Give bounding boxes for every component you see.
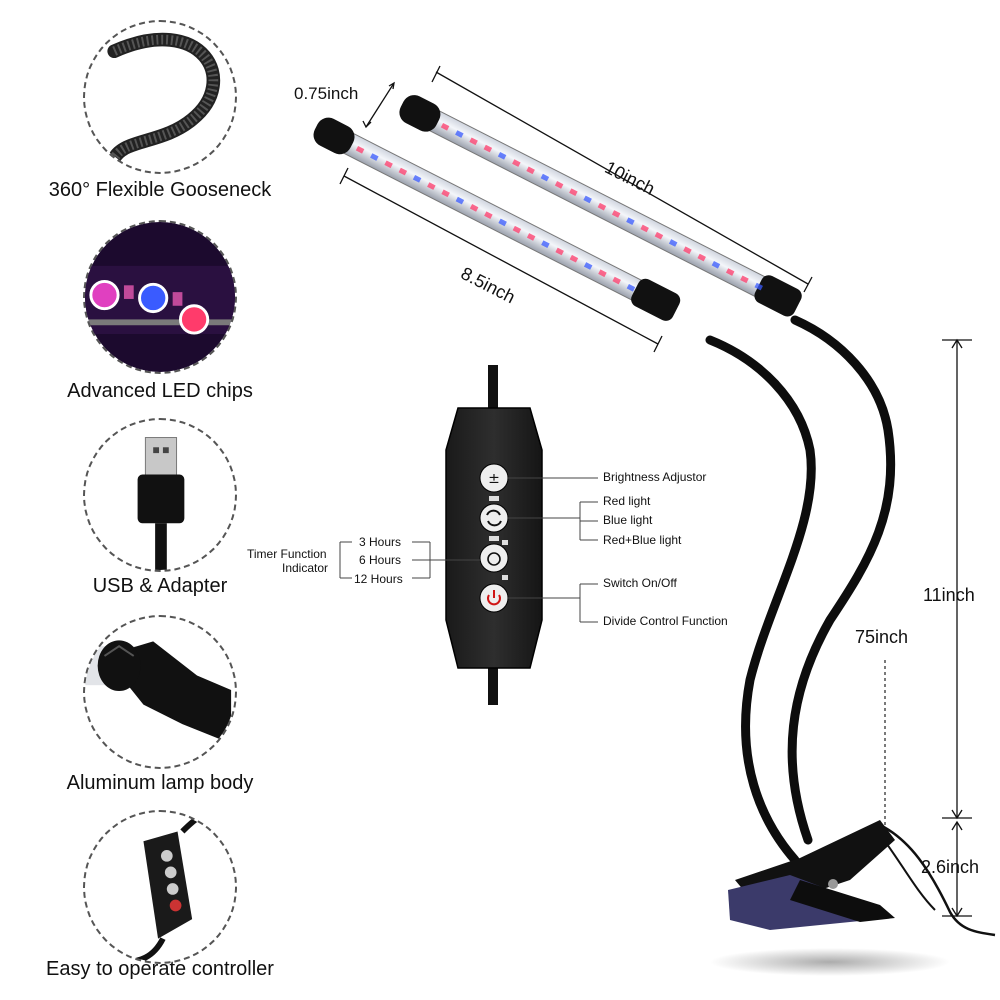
led-dot	[583, 195, 592, 204]
led-dot	[484, 211, 493, 219]
gooseneck-back	[787, 315, 896, 845]
led-dot	[583, 262, 593, 270]
led-dot	[469, 137, 478, 146]
label-blue-light: Blue light	[603, 513, 653, 527]
gooseneck-icon	[107, 32, 221, 166]
feature-gooseneck-image	[83, 20, 237, 174]
led-dot	[626, 217, 635, 226]
controller-leaders-left	[339, 541, 480, 579]
led-dot	[398, 167, 408, 176]
label-divide: Divide Control Function	[603, 614, 728, 628]
dim-line-diameter	[362, 81, 395, 129]
led-dot	[498, 218, 507, 227]
usb-plug-icon	[137, 437, 185, 570]
led-dot	[455, 130, 464, 138]
label-timer-6h: 6 Hours	[359, 553, 402, 567]
led-dot	[697, 253, 706, 262]
led-dot	[540, 173, 550, 182]
controller-leaders-right	[508, 477, 598, 623]
dim-label-cable: 75inch	[855, 627, 909, 647]
led-dot	[512, 225, 522, 234]
label-timer-3h: 3 Hours	[359, 535, 402, 549]
led-dot	[597, 202, 607, 211]
led-dot	[526, 166, 535, 175]
led-dot	[740, 275, 749, 284]
feature-controller-label: Easy to operate controller	[46, 958, 274, 980]
led-dot	[526, 233, 536, 241]
feature-aluminum-label: Aluminum lamp body	[66, 772, 254, 794]
dim-label-clip: 2.6inch	[921, 857, 980, 877]
feature-usb-label: USB & Adapter	[92, 575, 228, 597]
dim-label-height: 11inch	[923, 585, 975, 605]
led-dot	[668, 239, 678, 247]
led-dot	[370, 153, 379, 161]
label-timer-title-2: Indicator	[282, 561, 329, 575]
led-dot	[725, 268, 735, 276]
led-dot	[497, 152, 507, 160]
led-dot	[711, 260, 721, 269]
feature-led-label: Advanced LED chips	[67, 380, 253, 402]
ground-shadow	[710, 948, 950, 976]
feature-aluminum-image	[83, 615, 237, 769]
led-dot	[483, 144, 493, 153]
lamp-body-icon	[85, 640, 232, 744]
led-dot	[598, 269, 607, 278]
led-dot	[611, 210, 621, 218]
feature-gooseneck-label: 360° Flexible Gooseneck	[48, 179, 272, 201]
feature-led-image	[83, 220, 237, 374]
led-chip	[89, 279, 120, 311]
label-brightness: Brightness Adjustor	[603, 470, 707, 484]
led-dot	[355, 145, 365, 154]
led-dot	[569, 254, 579, 263]
led-chip-icon	[85, 222, 235, 372]
led-chip	[178, 304, 210, 335]
svg-text:±: ±	[488, 471, 500, 487]
dim-line-long	[431, 65, 813, 293]
led-dot	[554, 181, 564, 189]
led-dot	[640, 224, 649, 233]
lamp-tube-short	[313, 117, 681, 321]
label-redblue-light: Red+Blue light	[603, 533, 682, 547]
dim-line-clip	[942, 820, 972, 918]
led-dot	[469, 204, 479, 212]
label-red-light: Red light	[603, 494, 651, 508]
led-dot	[754, 282, 763, 291]
feature-controller-image	[83, 810, 237, 964]
dim-line-height	[942, 338, 972, 820]
led-dot	[555, 247, 564, 256]
controller-icon	[123, 812, 232, 962]
label-timer-title-1: Timer Function	[247, 547, 327, 561]
led-dot	[683, 246, 692, 255]
led-dot	[569, 188, 578, 196]
led-dot	[427, 182, 436, 190]
clamp-clip	[728, 820, 895, 930]
dim-line-short	[339, 167, 663, 353]
feature-usb-image	[83, 418, 237, 572]
led-dot	[541, 240, 550, 249]
led-dot	[654, 231, 664, 240]
led-dot	[412, 175, 422, 183]
dim-label-diameter: 0.75inch	[294, 84, 359, 103]
led-dot	[440, 122, 450, 131]
led-dot	[455, 196, 465, 205]
led-chip	[138, 282, 169, 314]
label-switch: Switch On/Off	[603, 576, 677, 590]
led-dot	[626, 283, 636, 292]
controller-body: ±	[445, 407, 543, 669]
led-dot	[384, 160, 393, 169]
gooseneck-front	[705, 335, 816, 865]
led-dot	[612, 276, 621, 285]
lamp-tube-long	[399, 95, 802, 317]
led-dot	[512, 159, 521, 167]
label-timer-12h: 12 Hours	[354, 572, 403, 586]
led-dot	[441, 189, 450, 198]
